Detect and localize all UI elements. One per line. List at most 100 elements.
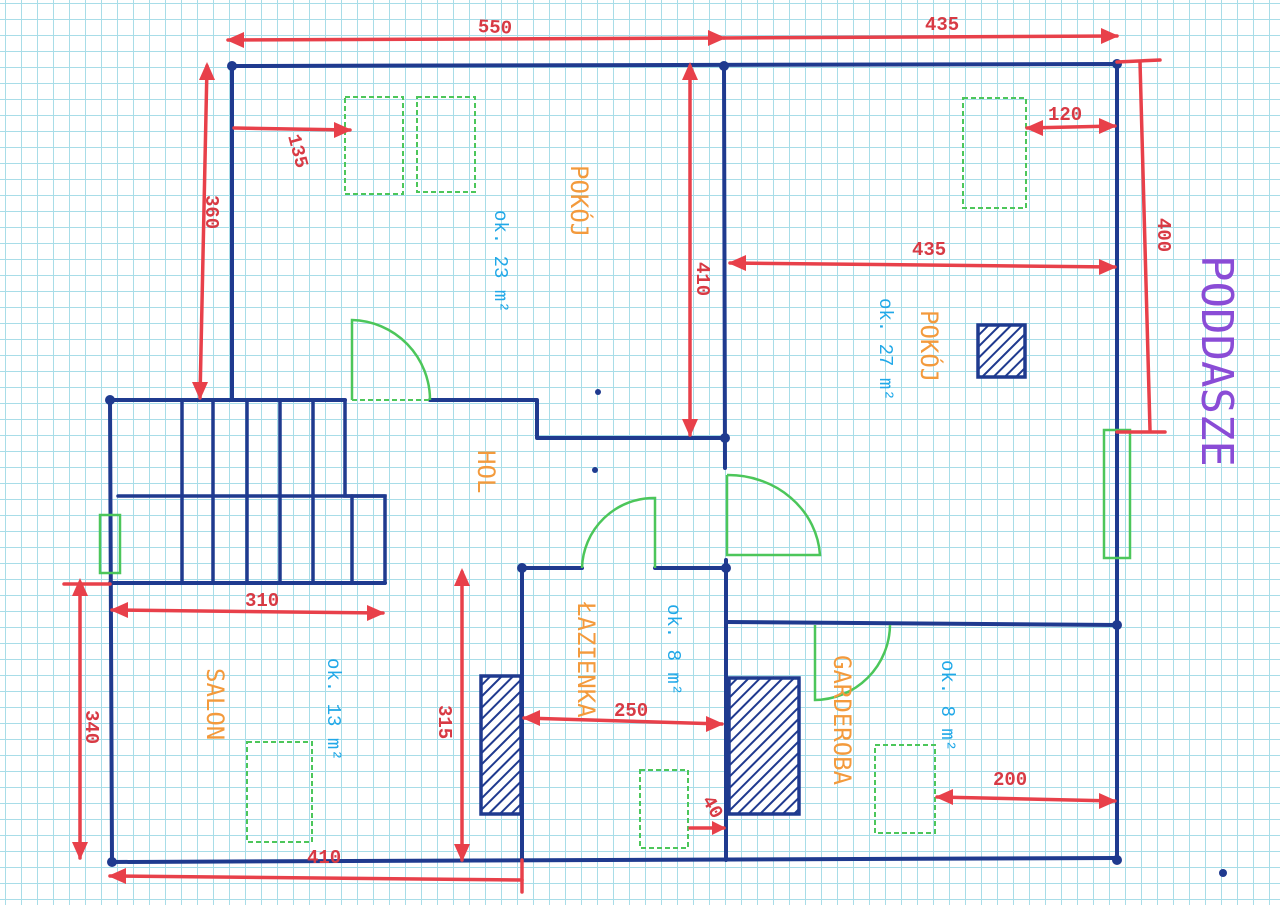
room-area-lazienka: ok. 8 m² (662, 604, 684, 695)
arrowhead (108, 868, 126, 884)
stair-side (343, 398, 387, 585)
outer-wall-left (108, 398, 114, 864)
arrowhead (1099, 793, 1117, 809)
room-name-salon: SALON (201, 668, 229, 740)
dim-hall-lower-label: 315 (433, 705, 455, 739)
room-area-garderoba: ok. 8 m² (936, 660, 958, 751)
dim-bed2-offset-label: 120 (1048, 104, 1082, 126)
dim-pokoj1-height-label: 410 (691, 262, 713, 296)
arrowhead (1101, 28, 1119, 44)
wall-node (720, 433, 730, 443)
dim-pokoj2-width-label: 435 (912, 239, 946, 261)
wardrobe-garderoba (874, 744, 936, 834)
dim-garderoba-width-label: 200 (993, 769, 1027, 791)
room-area-salon: ok. 13 m² (322, 658, 344, 761)
dim-lazienka-width (522, 716, 724, 726)
ink-dot (595, 389, 601, 395)
sofa-salon (246, 741, 313, 843)
dim-left-upper-label: 360 (200, 195, 222, 229)
garderoba-installation (727, 676, 801, 816)
staircase (108, 398, 387, 585)
arrowhead (72, 842, 88, 860)
dim-bed1-offset (232, 126, 352, 132)
ink-dot (1219, 869, 1227, 877)
marks (105, 59, 1227, 877)
wall-node (517, 563, 527, 573)
room-name-pokoj1: POKÓJ (565, 165, 595, 237)
dim-salon-width-label: 410 (307, 847, 341, 869)
door-pokoj1 (350, 318, 432, 401)
wall-node (719, 61, 729, 71)
dim-toilet-gap-label: 40 (697, 792, 727, 823)
bed-pokoj1-left (344, 96, 404, 195)
wall-node (1112, 855, 1122, 865)
dim-left-upper (198, 64, 209, 400)
arrowhead (728, 255, 746, 271)
plan-title: PODDASZE (1191, 255, 1242, 467)
arrowhead (192, 382, 208, 400)
furniture (246, 96, 1027, 849)
arrowhead (72, 578, 88, 596)
room-name-garderoba: GARDEROBA (828, 655, 856, 786)
arrowhead (712, 821, 726, 835)
arrowhead (935, 789, 953, 805)
arrowhead (682, 419, 698, 437)
room-labels: POKÓJ POKÓJ HOL ŁAZIENKA GARDEROBA SALON (201, 165, 945, 786)
bed-pokoj2 (962, 97, 1027, 209)
dim-right-tick (1115, 58, 1162, 64)
dim-top-right (722, 34, 1119, 40)
wall-node (105, 395, 115, 405)
dim-top-right-label: 435 (925, 14, 959, 36)
garderoba-top-wall (724, 620, 1119, 627)
room-name-lazienka: ŁAZIENKA (572, 601, 600, 718)
room-area-pokoj2: ok. 27 m² (874, 298, 896, 401)
middle-wall-upper (722, 64, 727, 470)
dim-salon-width (108, 874, 524, 882)
room-name-pokoj2: POKÓJ (915, 310, 945, 382)
dim-pokoj2-width (728, 261, 1117, 269)
toilet (639, 769, 689, 849)
arrowhead (522, 710, 540, 726)
room-name-hol: HOL (472, 450, 500, 493)
wall-node (107, 857, 117, 867)
outer-wall-bottom (110, 856, 1119, 864)
room-areas: ok. 23 m² ok. 27 m² ok. 8 m² ok. 8 m² ok… (322, 210, 958, 761)
walls (108, 62, 1119, 864)
dim-garderoba-width (935, 795, 1117, 803)
arrowhead (110, 602, 128, 618)
arrowhead (226, 32, 244, 48)
chimney (976, 323, 1027, 379)
arrowhead (334, 122, 352, 138)
dimension-lines (62, 28, 1167, 894)
window-left (98, 513, 122, 575)
arrowhead (708, 30, 726, 46)
arrowhead (1099, 118, 1117, 134)
door-garderoba (813, 624, 892, 702)
bed-pokoj1-right (416, 96, 476, 193)
dim-bed1-offset-label: 135 (282, 132, 312, 171)
doors (98, 318, 1132, 702)
dimension-labels: 550 435 360 135 410 120 435 400 310 340 … (80, 14, 1174, 869)
dim-salon-height-label: 340 (80, 710, 102, 744)
dim-stairs-width-label: 310 (245, 590, 279, 612)
dim-right-height (1138, 60, 1152, 432)
hall-top-wall (428, 398, 727, 440)
window-right (1102, 428, 1132, 560)
arrowhead (367, 605, 385, 621)
dim-top-left (226, 36, 726, 42)
dim-top-left-label: 550 (477, 16, 512, 40)
arrowhead (682, 62, 698, 80)
wall-node (721, 563, 731, 573)
door-pokoj2 (725, 473, 822, 557)
door-lazienka (580, 496, 657, 569)
dim-lazienka-width-label: 250 (614, 700, 648, 722)
room-area-pokoj1: ok. 23 m² (489, 210, 511, 313)
arrowhead (199, 62, 215, 80)
arrowhead (1025, 120, 1043, 136)
dim-stairs-width (110, 608, 385, 615)
arrowhead (454, 844, 470, 862)
outer-wall-upper (230, 62, 1119, 862)
wall-node (227, 61, 237, 71)
wall-node (1112, 620, 1122, 630)
